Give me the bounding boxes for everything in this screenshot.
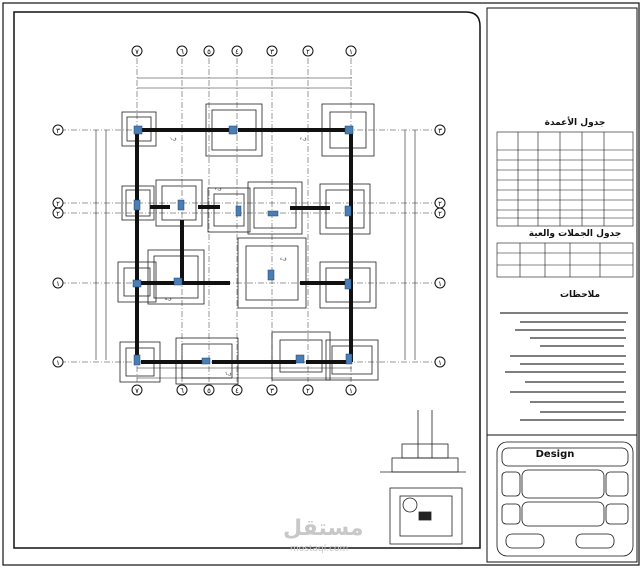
axis-label: ٥ <box>207 48 211 56</box>
plan-detail <box>389 487 463 545</box>
small-annotations: ق.١ ق.٢ ق.٣ ق.٤ ق.٥ ق.٦ <box>165 136 307 376</box>
notes-title: ملاحظات <box>560 290 601 300</box>
columns <box>132 125 354 366</box>
top-dimensions <box>95 77 416 379</box>
axis-label: ٦ <box>180 48 184 56</box>
axis-label: ٥ <box>207 387 211 395</box>
axis-label: ٤ <box>235 387 239 395</box>
footings <box>117 103 379 385</box>
beam-table-title: جدول الجملات والعية <box>528 229 622 239</box>
notes-lines <box>500 312 628 421</box>
axis-label: ٣ <box>270 387 274 395</box>
svg-text:ق.٦: ق.٦ <box>225 371 232 376</box>
axis-label: ١ <box>56 359 60 367</box>
axis-label: ٣ <box>56 127 60 135</box>
title-block <box>486 7 638 563</box>
axis-label: ٤ <box>235 48 239 56</box>
svg-text:ق.١: ق.١ <box>170 136 177 141</box>
design-box <box>496 441 634 557</box>
axis-label: ١ <box>438 359 442 367</box>
axis-label: ٣ <box>270 48 274 56</box>
tie-beams <box>135 128 353 364</box>
column-table <box>496 131 634 227</box>
watermark-logo: مستقل <box>283 516 364 541</box>
axis-label: ٢ <box>56 210 60 218</box>
svg-text:ق.٤: ق.٤ <box>280 256 287 261</box>
beam-table <box>496 242 634 278</box>
watermark-url: mostaql.com <box>290 544 349 554</box>
svg-text:ق.٥: ق.٥ <box>165 296 172 301</box>
column-table-title: جدول الأعمدة <box>544 118 606 128</box>
axis-bubbles-top <box>131 45 357 396</box>
axis-label: ٢ <box>438 210 442 218</box>
axis-label: ٢ <box>438 200 442 208</box>
axis-label: ١ <box>349 48 353 56</box>
axis-bubbles-side <box>52 124 446 368</box>
axis-label: ١ <box>56 280 60 288</box>
axis-label: ١ <box>438 280 442 288</box>
svg-text:ق.٢: ق.٢ <box>300 136 307 141</box>
design-label: Design <box>535 449 575 460</box>
drawing-frame <box>13 11 481 549</box>
axis-label: ٣ <box>438 127 442 135</box>
axis-label: ٢ <box>56 200 60 208</box>
axis-label: ٢ <box>306 48 310 56</box>
svg-text:ق.٣: ق.٣ <box>215 186 222 191</box>
section-detail <box>380 410 466 473</box>
axis-label: ٦ <box>180 387 184 395</box>
axis-label: ١ <box>349 387 353 395</box>
axis-label: ٢ <box>306 387 310 395</box>
axis-label: ٧ <box>135 387 139 395</box>
outer-border <box>2 2 640 566</box>
axis-label: ٧ <box>135 48 139 56</box>
